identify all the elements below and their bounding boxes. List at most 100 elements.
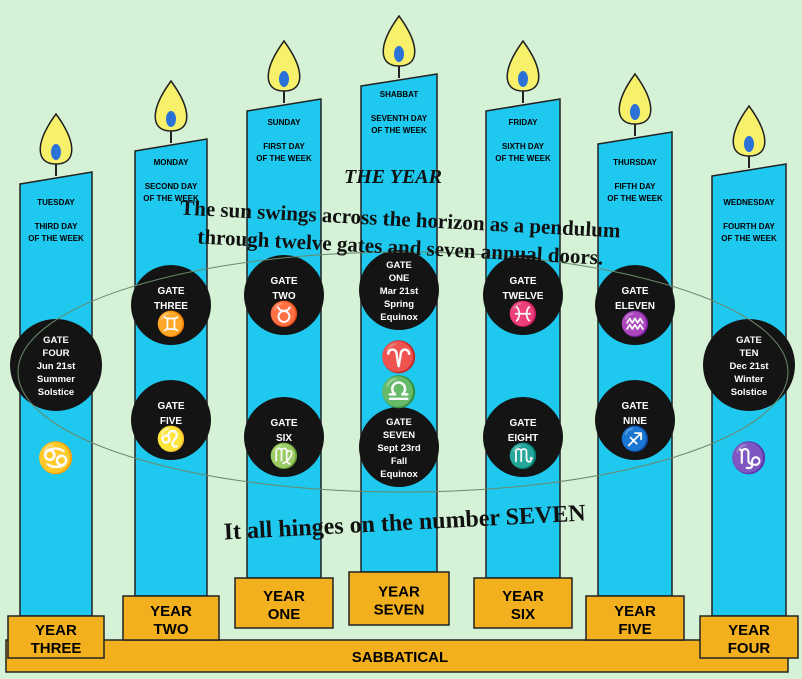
gate-disc <box>595 265 675 345</box>
year-label-line2: TWO <box>154 621 189 638</box>
flame-icon <box>506 39 540 92</box>
gate-text-line: ONE <box>389 273 410 284</box>
year-holder <box>585 595 685 641</box>
day-desc-line1: THIRD DAY <box>35 222 78 231</box>
flame-icon <box>618 72 652 125</box>
gate-text-line: GATE <box>509 276 536 287</box>
year-label-line1: YEAR <box>728 622 770 639</box>
gate-disc <box>10 319 102 411</box>
sabbatical-label: SABBATICAL <box>352 649 448 666</box>
gate-text-line: Fall <box>391 456 407 467</box>
gate-disc <box>595 380 675 460</box>
pendulum-orbit <box>17 251 789 493</box>
gate-text-line: FOUR <box>43 348 70 359</box>
gate-text-line: Solstice <box>731 387 767 398</box>
year-label-line1: YEAR <box>614 603 656 620</box>
gate-text-line: Equinox <box>380 312 418 323</box>
zodiac-icon: ♐ <box>620 425 650 453</box>
zodiac-icon: ♌ <box>156 425 186 453</box>
gate-text-line: TEN <box>740 348 759 359</box>
gate-disc <box>244 397 324 477</box>
flame-core <box>279 71 289 87</box>
year-holder <box>234 577 334 629</box>
gate-text-line: GATE <box>736 335 762 346</box>
year-holder <box>7 615 105 659</box>
gate-text-line: NINE <box>623 416 647 427</box>
year-label-line2: SEVEN <box>374 602 425 619</box>
day-name: SHABBAT <box>380 90 419 99</box>
zodiac-icon: ♋ <box>37 440 74 475</box>
day-name: TUESDAY <box>37 198 75 207</box>
year-holder <box>473 577 573 629</box>
menorah-base: SABBATICAL <box>5 639 789 673</box>
gate-text-line: GATE <box>157 286 184 297</box>
flame-icon <box>267 39 301 92</box>
day-name: FRIDAY <box>508 118 538 127</box>
gate-text-line: THREE <box>154 301 188 312</box>
gate-disc <box>244 255 324 335</box>
flame-icon <box>732 104 766 157</box>
flame-icon <box>154 79 188 132</box>
gate-text-line: TWELVE <box>503 291 544 302</box>
gate-text-line: Mar 21st <box>380 286 419 297</box>
gate-text-line: EIGHT <box>508 433 539 444</box>
zodiac-icon: ♏ <box>508 442 538 470</box>
day-desc-line1: FIRST DAY <box>263 142 305 151</box>
zodiac-icon: ♎ <box>380 374 417 409</box>
gate-circle: GATE EIGHT♏ <box>483 397 563 477</box>
gate-text-line: GATE <box>509 418 536 429</box>
gate-text-line: GATE <box>621 286 648 297</box>
day-desc-line2: OF THE WEEK <box>143 194 199 203</box>
day-desc-line2: OF THE WEEK <box>256 154 312 163</box>
gate-text-line: Sept 23rd <box>377 443 420 454</box>
year-label-line1: YEAR <box>150 603 192 620</box>
zodiac-icon: ♉ <box>269 300 299 328</box>
gate-text-line: Spring <box>384 299 414 310</box>
day-desc-line2: OF THE WEEK <box>371 126 427 135</box>
year-label-line1: YEAR <box>378 584 420 601</box>
gate-text-line: ELEVEN <box>615 301 655 312</box>
gate-text-line: GATE <box>386 260 412 271</box>
gate-text-line: Solstice <box>38 387 74 398</box>
flame-icon <box>382 14 416 67</box>
day-desc-line1: SIXTH DAY <box>502 142 545 151</box>
flame-icon <box>39 112 73 165</box>
year-holder <box>122 595 220 641</box>
gate-text-line: Equinox <box>380 469 418 480</box>
gate-text-line: Jun 21st <box>37 361 76 372</box>
day-desc-line2: OF THE WEEK <box>721 234 777 243</box>
year-holder <box>699 615 799 659</box>
sabbatical-bar <box>5 639 789 673</box>
gate-text-line: Dec 21st <box>729 361 769 372</box>
gate-text-line: GATE <box>270 418 297 429</box>
day-desc-line1: FIFTH DAY <box>614 182 656 191</box>
gate-disc <box>703 319 795 411</box>
zodiac-icon: ♍ <box>269 442 299 470</box>
day-desc-line2: OF THE WEEK <box>495 154 551 163</box>
gate-text-line: GATE <box>43 335 69 346</box>
year-label-line2: THREE <box>31 640 82 657</box>
year-label-line1: YEAR <box>502 588 544 605</box>
gate-disc <box>131 265 211 345</box>
gate-text-line: GATE <box>270 276 297 287</box>
gate-text-line: Winter <box>734 374 764 385</box>
zodiac-icon: ♈ <box>380 339 417 374</box>
gate-disc <box>359 250 439 330</box>
gate-disc <box>483 397 563 477</box>
candles: YEAR THREE TUESDAY THIRD DAY OF THE WEEK GATE… <box>7 14 799 659</box>
day-name: THURSDAY <box>613 158 657 167</box>
year-label-line1: YEAR <box>263 588 305 605</box>
flame-core <box>518 71 528 87</box>
gate-text-line: TWO <box>272 291 296 302</box>
